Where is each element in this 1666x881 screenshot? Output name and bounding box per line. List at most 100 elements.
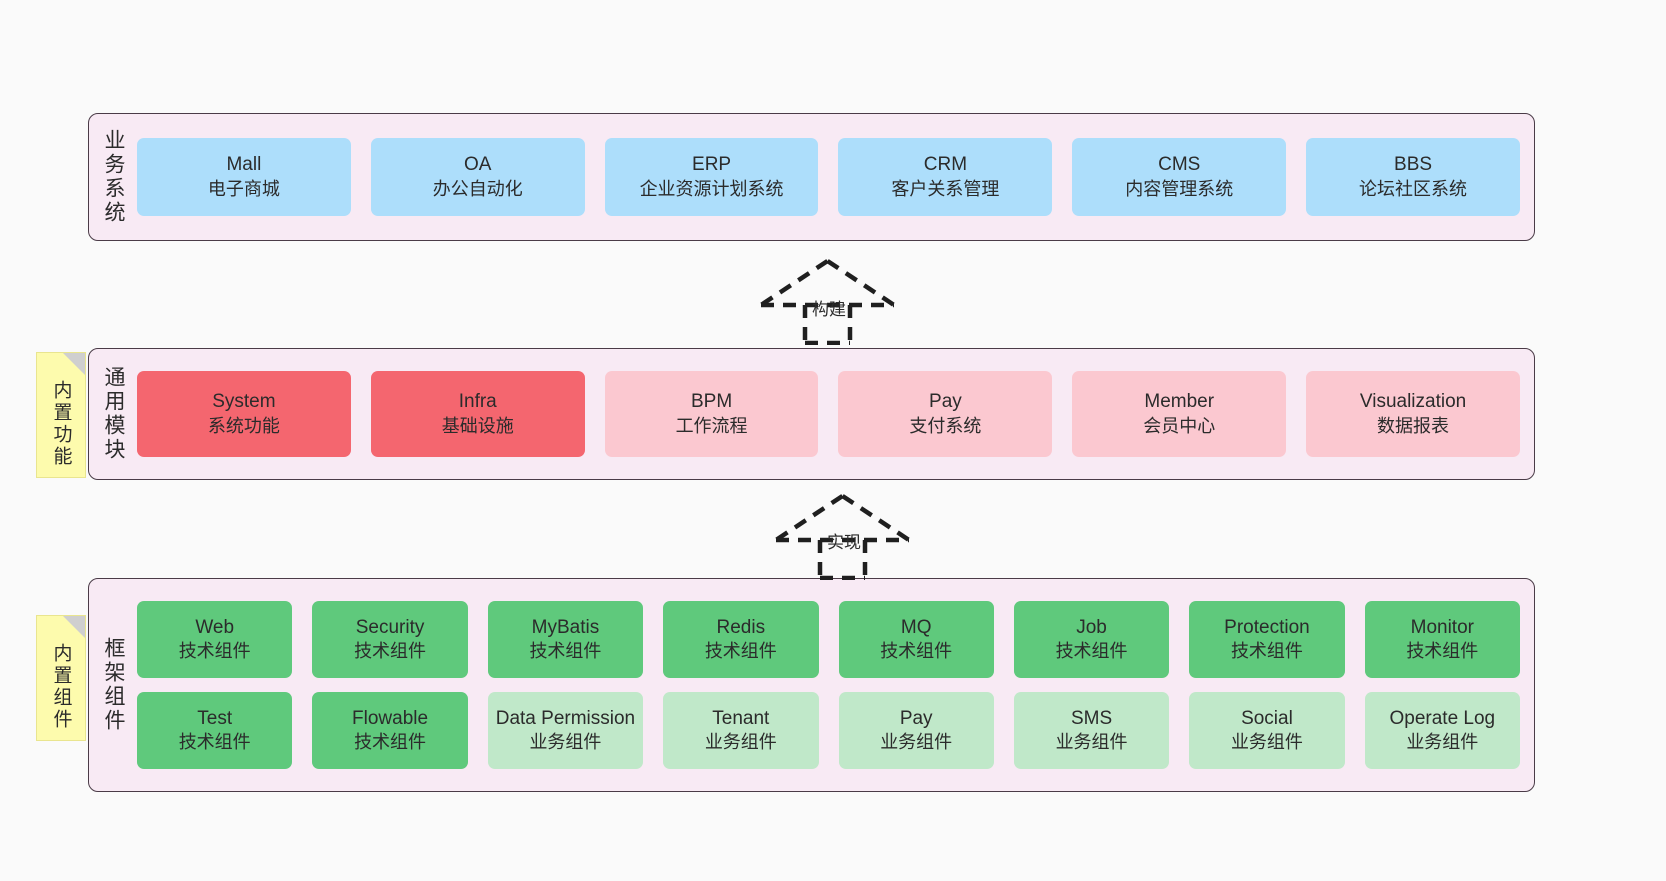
framework-tech-card-monitor[interactable]: Monitor 技术组件	[1364, 601, 1520, 678]
card-title: Protection	[1224, 616, 1310, 638]
card-subtitle: 技术组件	[354, 732, 427, 753]
card-title: Monitor	[1410, 616, 1474, 638]
card-title: BPM	[690, 391, 733, 413]
card-subtitle: 业务组件	[704, 732, 777, 753]
framework-biz-card-sms[interactable]: SMS 业务组件	[1013, 692, 1170, 769]
card-subtitle: 会员中心	[1143, 415, 1216, 436]
card-title: Data Permission	[495, 707, 636, 729]
framework-tech-card-mybatis[interactable]: MyBatis 技术组件	[487, 601, 644, 678]
card-subtitle: 技术组件	[1055, 641, 1128, 662]
card-subtitle: 业务组件	[1055, 732, 1128, 753]
card-title: System	[212, 391, 276, 413]
framework-tech-card-protection[interactable]: Protection 技术组件	[1189, 601, 1345, 678]
card-title: CRM	[923, 154, 968, 176]
sticky-note-builtin-components: 内置组件	[36, 615, 86, 741]
card-title: Mall	[226, 154, 262, 176]
card-subtitle: 业务组件	[1230, 732, 1303, 753]
layer-common-label: 通用模块	[102, 366, 126, 462]
framework-biz-card-tenant[interactable]: Tenant 业务组件	[663, 692, 819, 769]
card-title: MQ	[900, 616, 932, 638]
card-subtitle: 支付系统	[909, 415, 982, 436]
framework-tech-card-redis[interactable]: Redis 技术组件	[663, 601, 819, 678]
card-subtitle: 客户关系管理	[891, 178, 1000, 199]
card-title: Operate Log	[1389, 707, 1496, 729]
card-subtitle: 业务组件	[529, 732, 602, 753]
card-subtitle: 技术组件	[704, 641, 777, 662]
layer-common-title: 通用模块	[89, 349, 137, 479]
layer-business-title: 业务系统	[89, 114, 137, 240]
card-subtitle: 技术组件	[354, 641, 427, 662]
framework-tech-card-web[interactable]: Web 技术组件	[137, 601, 293, 678]
framework-biz-card-data-permission[interactable]: Data Permission 业务组件	[487, 692, 644, 769]
card-subtitle: 业务组件	[1406, 732, 1479, 753]
arrow-build-label: 构建	[812, 300, 846, 319]
layer-framework-label: 框架组件	[102, 637, 126, 733]
card-title: Flowable	[352, 707, 429, 729]
framework-biz-card-operate-log[interactable]: Operate Log 业务组件	[1364, 692, 1520, 769]
sticky-note-builtin-components-label: 内置组件	[50, 643, 72, 731]
sticky-note-builtin-features: 内置功能	[36, 352, 86, 478]
card-subtitle: 基础设施	[441, 415, 514, 436]
card-subtitle: 技术组件	[529, 641, 602, 662]
card-title: Visualization	[1359, 391, 1467, 413]
arrow-build	[759, 259, 896, 345]
card-title: Test	[197, 707, 233, 729]
layer-business-label: 业务系统	[102, 129, 126, 225]
card-title: Job	[1076, 616, 1107, 638]
card-subtitle: 技术组件	[178, 732, 251, 753]
card-subtitle: 系统功能	[207, 415, 280, 436]
card-title: Tenant	[712, 707, 770, 729]
card-subtitle: 技术组件	[178, 641, 251, 662]
card-title: MyBatis	[531, 616, 600, 638]
card-subtitle: 论坛社区系统	[1359, 178, 1468, 199]
card-title: CMS	[1158, 154, 1201, 176]
sticky-note-builtin-features-label: 内置功能	[50, 380, 72, 468]
card-subtitle: 电子商城	[207, 178, 280, 199]
card-title: Web	[195, 616, 235, 638]
card-title: Pay	[899, 707, 933, 729]
card-subtitle: 技术组件	[1406, 641, 1479, 662]
card-subtitle: 办公自动化	[432, 178, 523, 199]
card-subtitle: 内容管理系统	[1125, 178, 1234, 199]
framework-biz-card-social[interactable]: Social 业务组件	[1189, 692, 1345, 769]
card-title: Redis	[716, 616, 766, 638]
arrow-implement-label: 实现	[827, 533, 861, 552]
card-subtitle: 企业资源计划系统	[639, 178, 784, 199]
card-subtitle: 工作流程	[675, 415, 748, 436]
layer-framework-title: 框架组件	[89, 579, 137, 791]
card-title: Social	[1241, 707, 1293, 729]
card-title: Member	[1144, 391, 1215, 413]
card-title: SMS	[1070, 707, 1113, 729]
framework-biz-card-flowable[interactable]: Flowable 技术组件	[312, 692, 468, 769]
card-title: ERP	[692, 154, 732, 176]
framework-tech-card-job[interactable]: Job 技术组件	[1013, 601, 1170, 678]
framework-biz-card-test[interactable]: Test 技术组件	[137, 692, 293, 769]
card-subtitle: 技术组件	[1230, 641, 1303, 662]
